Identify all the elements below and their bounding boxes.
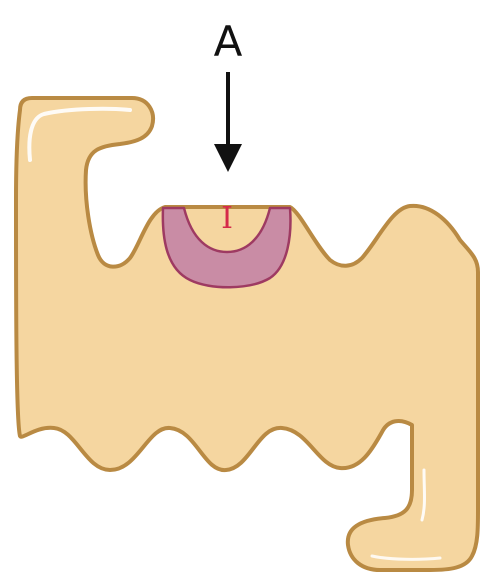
down-arrow-icon [214,144,242,172]
arrow-label: A [214,17,243,66]
enzyme-body [16,98,478,570]
site-label: I [221,201,233,236]
